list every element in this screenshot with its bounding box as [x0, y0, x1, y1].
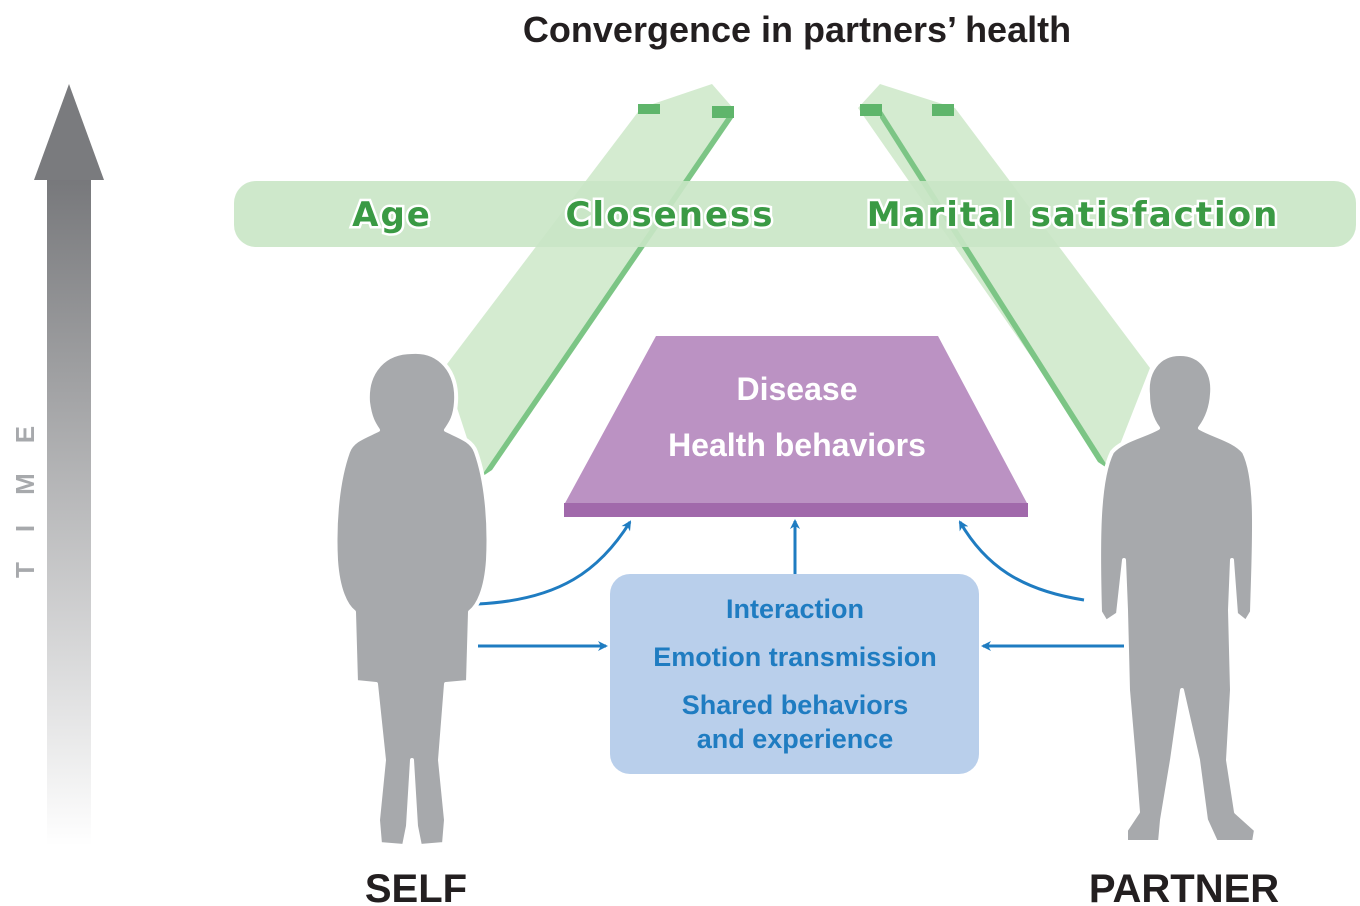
moderator-band: [234, 181, 1356, 247]
arrow-partner-to-outcomes: [958, 520, 1085, 602]
health-outcomes-platform: [564, 336, 1028, 517]
moderator-marital-satisfaction: Marital satisfaction: [867, 195, 1280, 235]
mechanism-interaction: Interaction: [726, 594, 864, 624]
arrow-self-to-outcomes: [477, 520, 632, 606]
mechanism-and-experience: and experience: [697, 724, 894, 754]
mechanism-shared-behaviors: Shared behaviors: [682, 690, 909, 720]
outcome-disease: Disease: [737, 371, 858, 407]
mechanism-emotion-transmission: Emotion transmission: [653, 642, 937, 672]
moderator-closeness: Closeness: [565, 195, 774, 235]
self-label: SELF: [365, 867, 467, 906]
partner-label: PARTNER: [1089, 867, 1279, 906]
outcome-health-behaviors: Health behaviors: [668, 427, 926, 463]
moderator-age: Age: [352, 195, 432, 235]
partner-silhouette: [1097, 352, 1258, 844]
diagram-title: Convergence in partners’ health: [523, 9, 1071, 50]
time-label: TIME: [10, 396, 40, 578]
influence-arrows: [477, 519, 1124, 651]
mechanisms-box: [610, 574, 979, 774]
time-arrow: [34, 84, 104, 846]
self-silhouette: [333, 349, 491, 848]
